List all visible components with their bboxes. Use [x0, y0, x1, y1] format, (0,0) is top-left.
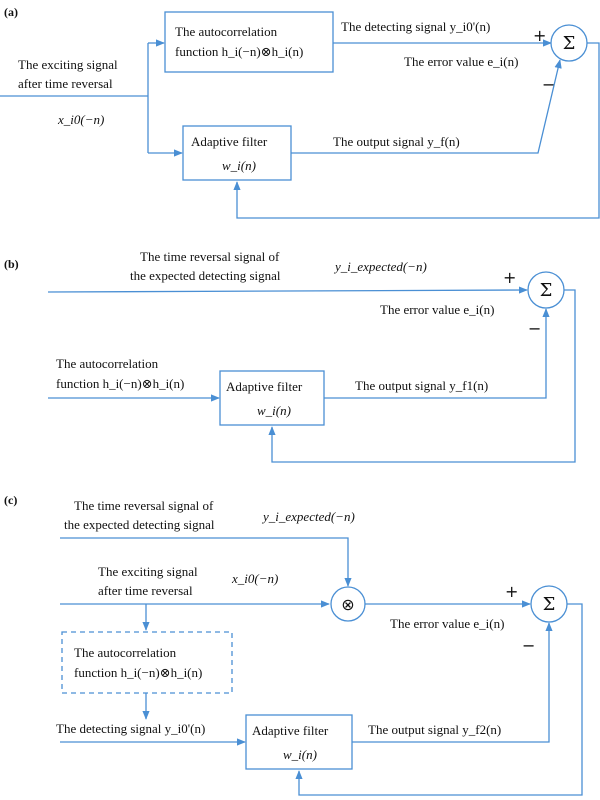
- panel-b-output-label: The output signal y_f1(n): [355, 378, 488, 393]
- panel-b-top-label-2: the expected detecting signal: [130, 268, 281, 283]
- panel-a-feedback-wire: [233, 42, 600, 219]
- panel-c-excite-math: x_i0(−n): [231, 571, 278, 586]
- panel-c-filter-line2: w_i(n): [283, 747, 317, 762]
- panel-a-input-math: x_i0(−n): [57, 112, 104, 127]
- panel-c-excite-label-2: after time reversal: [98, 583, 193, 598]
- panel-c-mult-symbol: ⊗: [341, 595, 354, 614]
- panel-c-top-label-1: The time reversal signal of: [74, 498, 214, 513]
- panel-a-filter-box: [182, 125, 292, 181]
- panel-b-feedback-wire: [268, 289, 576, 463]
- panel-b-plus: +: [503, 268, 516, 287]
- panel-c-autocorr-box: [61, 631, 233, 694]
- panel-a-detecting-label: The detecting signal y_i0'(n): [341, 19, 490, 34]
- panel-a-output-wire: [291, 59, 562, 154]
- panel-a-output-label: The output signal y_f(n): [333, 134, 460, 149]
- panel-c-sum-symbol: Σ: [543, 594, 556, 615]
- panel-b: (b) The time reversal signal of the expe…: [4, 249, 576, 463]
- panel-a-autocorr-line1: The autocorrelation: [175, 24, 278, 39]
- panel-a-input-label-1: The exciting signal: [18, 57, 118, 72]
- panel-a-filter-line1: Adaptive filter: [191, 134, 268, 149]
- panel-b-output-wire: [324, 308, 550, 399]
- panel-b-label: (b): [4, 257, 19, 271]
- panel-b-filter-line1: Adaptive filter: [226, 379, 303, 394]
- panel-a-input-label-2: after time reversal: [18, 76, 113, 91]
- panel-c-output-label: The output signal y_f2(n): [368, 722, 501, 737]
- panel-c-label: (c): [4, 493, 17, 507]
- panel-c-autocorr-line1: The autocorrelation: [74, 645, 177, 660]
- panel-b-filter-line2: w_i(n): [257, 403, 291, 418]
- panel-a-error-label: The error value e_i(n): [404, 54, 518, 69]
- panel-c-filter-box: [245, 714, 353, 770]
- panel-c-top-math: y_i_expected(−n): [261, 509, 355, 524]
- panel-b-minus: −: [528, 319, 541, 338]
- panel-c-excite-label-1: The exciting signal: [98, 564, 198, 579]
- panel-c-output-wire: [352, 622, 553, 743]
- panel-b-sum-symbol: Σ: [540, 280, 553, 301]
- panel-a-autocorr-box: [164, 11, 334, 73]
- panel-a-sum-symbol: Σ: [563, 33, 576, 54]
- panel-b-expected-wire: [47, 286, 528, 294]
- panel-c-detecting-label: The detecting signal y_i0'(n): [56, 721, 205, 736]
- panel-c-minus: −: [522, 636, 535, 655]
- panel-b-top-label-1: The time reversal signal of: [140, 249, 280, 264]
- panel-a-filter-line2: w_i(n): [222, 158, 256, 173]
- panel-c-plus: +: [505, 582, 518, 601]
- panel-b-autocorr-line2: function h_i(−n)⊗h_i(n): [56, 376, 184, 391]
- panel-a-label: (a): [4, 5, 18, 19]
- panel-a-plus: +: [533, 26, 546, 45]
- panel-b-error-label: The error value e_i(n): [380, 302, 494, 317]
- panel-c-feedback-wire: [295, 603, 583, 796]
- panel-a-autocorr-line2: function h_i(−n)⊗h_i(n): [175, 44, 303, 59]
- panel-b-top-math: y_i_expected(−n): [333, 259, 427, 274]
- panel-b-autocorr-line1: The autocorrelation: [56, 356, 159, 371]
- panel-a: (a) The exciting signal after time rever…: [0, 5, 600, 219]
- panel-a-minus: −: [542, 75, 555, 94]
- panel-c-error-label: The error value e_i(n): [390, 616, 504, 631]
- panel-c: (c) The time reversal signal of the expe…: [4, 493, 583, 796]
- panel-c-filter-line1: Adaptive filter: [252, 723, 329, 738]
- panel-c-top-label-2: the expected detecting signal: [64, 517, 215, 532]
- panel-c-expected-wire: [60, 537, 352, 587]
- panel-c-autocorr-line2: function h_i(−n)⊗h_i(n): [74, 665, 202, 680]
